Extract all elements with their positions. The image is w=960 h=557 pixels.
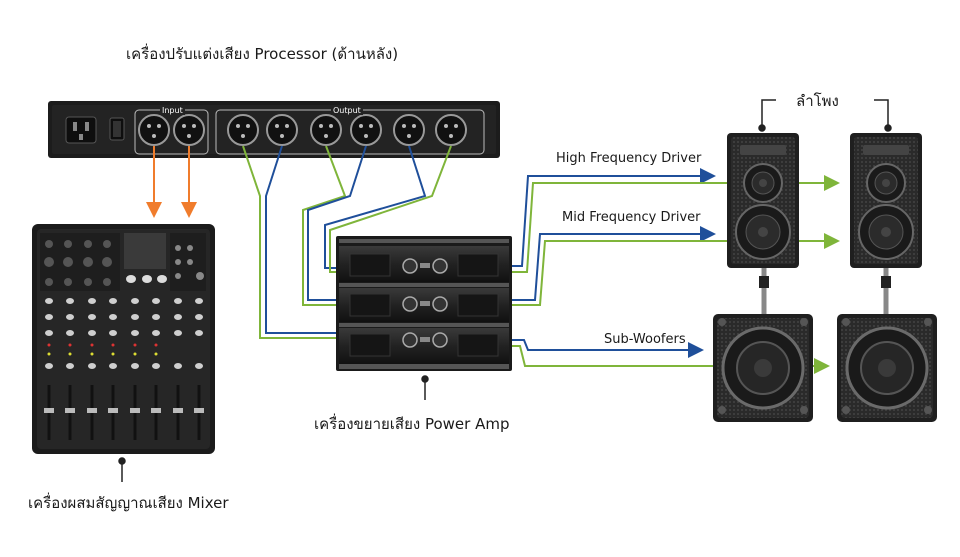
- xlr-output-3: [310, 114, 342, 146]
- input-signal-arrows: [146, 146, 197, 218]
- mixer-label: เครื่องผสมสัญญาณเสียง Mixer: [28, 494, 229, 512]
- xlr-output-4: [350, 114, 382, 146]
- processor-label: เครื่องปรับแต่งเสียง Processor (ด้านหลัง…: [126, 45, 399, 63]
- speaker-top-right: [850, 133, 922, 318]
- speakers-label: ลำโพง: [796, 92, 839, 110]
- xlr-output-6: [435, 114, 467, 146]
- power-amp-stack: [336, 236, 512, 371]
- xlr-input-2: [173, 114, 205, 146]
- input-label: Input: [160, 106, 185, 115]
- mixer-unit: [32, 224, 215, 454]
- speaker-top-left: [727, 133, 799, 318]
- mixer-channel-strips: [44, 298, 204, 440]
- subwoofers-label: Sub-Woofers: [604, 332, 686, 347]
- processor-unit: [48, 101, 500, 158]
- xlr-output-5: [393, 114, 425, 146]
- power-amp-label: เครื่องขยายเสียง Power Amp: [314, 415, 510, 433]
- high-frequency-driver-label: High Frequency Driver: [556, 151, 702, 166]
- label-pointers: [118, 375, 429, 482]
- mid-frequency-driver-label: Mid Frequency Driver: [562, 210, 701, 225]
- speaker-group-bracket: [758, 99, 892, 132]
- output-label: Output: [331, 106, 363, 115]
- xlr-input-1: [138, 114, 170, 146]
- processor-to-amp-cables: [242, 145, 452, 339]
- subwoofer-left: [713, 314, 813, 422]
- amp-to-speaker-cables: [512, 168, 840, 374]
- xlr-output-2: [266, 114, 298, 146]
- xlr-output-1: [227, 114, 259, 146]
- subwoofer-right: [837, 314, 937, 422]
